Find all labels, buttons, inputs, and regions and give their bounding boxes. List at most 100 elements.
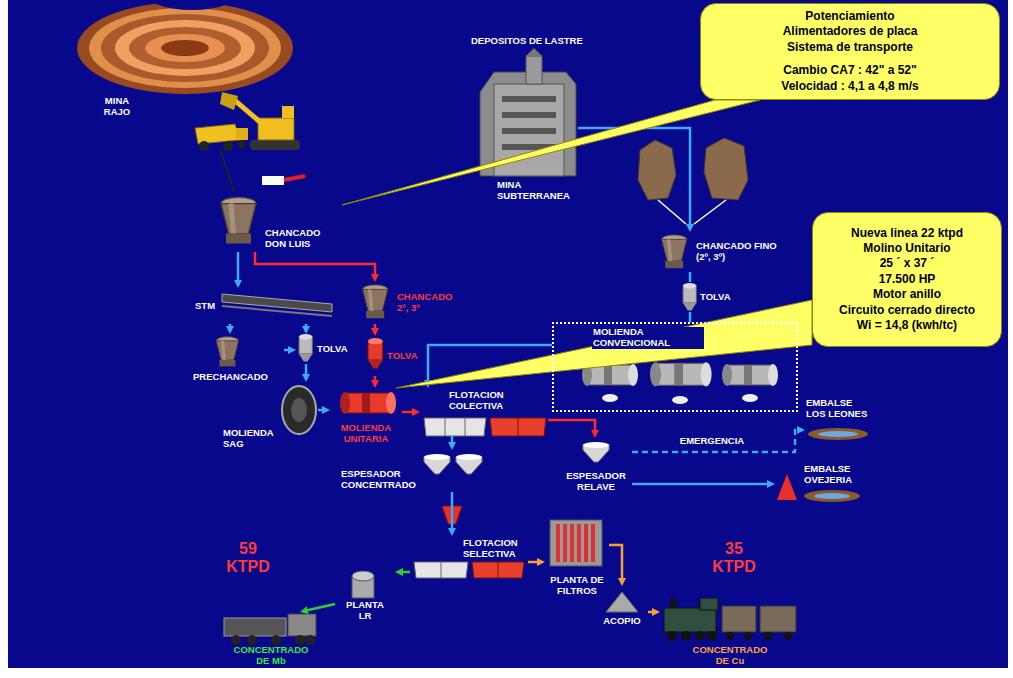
open-pit xyxy=(77,2,293,94)
crusher: PRECHANCADO xyxy=(190,334,284,384)
shovel-and-truck xyxy=(258,118,294,140)
leach-tank xyxy=(352,571,374,598)
conveyor: STM xyxy=(190,288,335,324)
node-label: CONCENTRADO DE Cu xyxy=(685,645,775,667)
flow-arrow xyxy=(398,571,410,574)
underground-mine-building xyxy=(502,128,556,134)
pit-label: MINA RAJO xyxy=(92,94,142,120)
callout-box: Nueva linea 22 ktpdMolino Unitario25 ´ x… xyxy=(812,212,1002,347)
callout-text: Velocidad : 4,1 a 4,8 m/s xyxy=(780,79,919,94)
flow-arrow xyxy=(303,604,335,611)
flow-arrow xyxy=(632,430,802,452)
shovel-and-truck xyxy=(223,141,233,151)
underground-mine-building xyxy=(526,48,542,56)
conveyor-belt xyxy=(222,306,332,316)
node-label: TOLVA xyxy=(386,351,419,362)
underground-mine-building xyxy=(480,72,576,176)
flow-arrow xyxy=(689,312,692,322)
stockpile: ACOPIO xyxy=(596,586,648,628)
flow-arrow xyxy=(284,349,293,352)
node-label: CHANCADO FINO (2º, 3º) xyxy=(695,241,783,263)
sag-mill xyxy=(291,398,307,422)
tailings-dams xyxy=(808,428,868,440)
callout-text: Nueva linea 22 ktpd xyxy=(850,226,964,241)
open-pit xyxy=(89,8,281,88)
unit-mill xyxy=(340,392,350,414)
node-label: ESPESADOR RELAVE xyxy=(560,471,632,493)
callout-text: Molino Unitario xyxy=(862,241,951,256)
crusher-icons xyxy=(662,235,687,268)
conventional-mills xyxy=(582,362,778,404)
flow-arrow xyxy=(255,252,375,279)
shovel-and-truck xyxy=(282,106,294,118)
hopper-icons xyxy=(683,283,696,311)
tailings-dams xyxy=(777,474,797,500)
background xyxy=(8,0,1008,668)
unit-mill xyxy=(340,392,396,414)
leach-tank xyxy=(352,571,374,581)
ore-rocks xyxy=(638,140,676,200)
callout-text: Circuito cerrado directo xyxy=(838,303,976,318)
flow-arrow xyxy=(689,272,692,282)
sag-mill xyxy=(282,386,316,434)
filter-plant xyxy=(550,520,602,566)
flow-arrow xyxy=(548,420,595,435)
shovel-and-truck xyxy=(262,176,284,185)
hopper: TOLVA xyxy=(675,282,747,312)
node-label: PRECHANCADO xyxy=(192,372,269,383)
train xyxy=(726,632,734,640)
crusher-icons xyxy=(363,285,388,318)
callout-text: Sistema de transporte xyxy=(786,40,914,55)
filter-plant xyxy=(563,524,567,562)
callout-pointer xyxy=(396,300,812,388)
flow-arrow xyxy=(305,324,308,331)
callout-text: 17.500 HP xyxy=(878,272,937,287)
flow-arrow xyxy=(374,324,377,333)
flow-arrow xyxy=(451,492,454,533)
filter-plant xyxy=(550,520,602,566)
hopper-icons xyxy=(368,338,383,368)
mill: MOLIENDA UNITARIA xyxy=(330,388,402,446)
train xyxy=(764,632,772,640)
hopper: TOLVA xyxy=(362,336,424,376)
callout-text: 25 ´ x 37 ´ xyxy=(879,256,936,271)
node-label: EMBALSE LOS LEONES xyxy=(805,398,871,420)
callout-text: Alimentadores de placa xyxy=(782,24,919,39)
conventional-mills xyxy=(672,396,688,404)
train xyxy=(664,598,796,641)
conveyor-belt xyxy=(222,294,332,312)
flotation-cells xyxy=(414,418,546,578)
open-pit xyxy=(145,34,225,62)
thickener: ESPESADOR CONCENTRADO xyxy=(340,450,488,492)
train xyxy=(681,631,691,641)
edge-label: EMERGENCIA xyxy=(679,436,745,447)
thickener: ESPESADOR RELAVE xyxy=(560,438,632,494)
leach-plant: PLANTA LR xyxy=(335,565,395,623)
filter-plant xyxy=(584,524,588,562)
edge-label-anchor: EMERGENCIA xyxy=(679,436,745,447)
thickener-icons xyxy=(456,454,482,474)
shovel-and-truck xyxy=(220,150,234,192)
truck xyxy=(224,618,286,636)
train xyxy=(722,606,756,632)
crusher: CHANCADO DON LUIS xyxy=(212,190,342,252)
flow-arrow xyxy=(305,364,308,379)
flotation-cells xyxy=(498,562,499,578)
flotation-cells: FLOTACION SELECTIVA xyxy=(410,536,528,580)
hopper-icons xyxy=(299,334,312,362)
flow-arrow xyxy=(402,411,417,414)
node-label: EMBALSE OVEJERIA xyxy=(803,464,865,486)
callout-text: Potenciamiento xyxy=(804,9,895,24)
flotation-cells xyxy=(490,418,546,436)
flow-arrow xyxy=(632,483,772,486)
flotation-cells xyxy=(424,418,486,436)
shovel-and-truck xyxy=(195,124,240,144)
conventional-mills xyxy=(602,394,618,402)
filter-plant xyxy=(591,524,595,562)
callout-box: PotenciamientoAlimentadores de placaSist… xyxy=(700,3,1000,100)
callout-pointer xyxy=(342,100,760,205)
flow-arrow xyxy=(648,611,657,614)
callout-text: Cambio CA7 : 42" a 52" xyxy=(782,63,917,78)
open-pit xyxy=(115,20,255,76)
node-label: CONCENTRADO DE Mb xyxy=(226,645,316,667)
